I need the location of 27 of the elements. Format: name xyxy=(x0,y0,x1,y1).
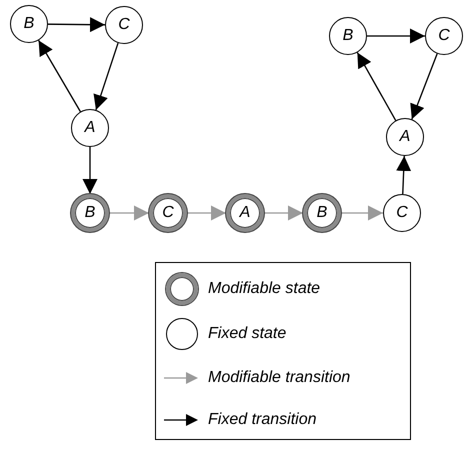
state-letter: B xyxy=(342,28,354,44)
legend-text: Modifiable state xyxy=(208,279,320,299)
legend-text: Modifiable transition xyxy=(208,368,350,388)
arrow xyxy=(410,54,438,120)
arrow xyxy=(82,147,98,194)
arrow xyxy=(356,52,396,121)
state-letter: C xyxy=(396,205,408,221)
arrow xyxy=(396,156,412,194)
state-letter: A xyxy=(84,120,96,136)
state-letter: A xyxy=(400,129,410,145)
arrow xyxy=(264,206,303,220)
arrow xyxy=(187,206,226,220)
arrow xyxy=(109,206,149,220)
legend-text: Fixed transition xyxy=(208,410,316,430)
arrow xyxy=(341,206,383,220)
arrow xyxy=(48,17,105,32)
arrow xyxy=(94,42,119,110)
state-letter: A xyxy=(240,205,250,221)
state-letter: B xyxy=(316,205,328,221)
state-letter: B xyxy=(84,205,96,221)
state-letter: C xyxy=(438,28,450,44)
state-letter: B xyxy=(24,16,34,32)
arrow xyxy=(367,28,425,44)
state-letter: C xyxy=(162,205,174,221)
arrow xyxy=(38,40,81,112)
legend-text: Fixed state xyxy=(208,324,286,344)
state-letter: C xyxy=(118,17,130,33)
